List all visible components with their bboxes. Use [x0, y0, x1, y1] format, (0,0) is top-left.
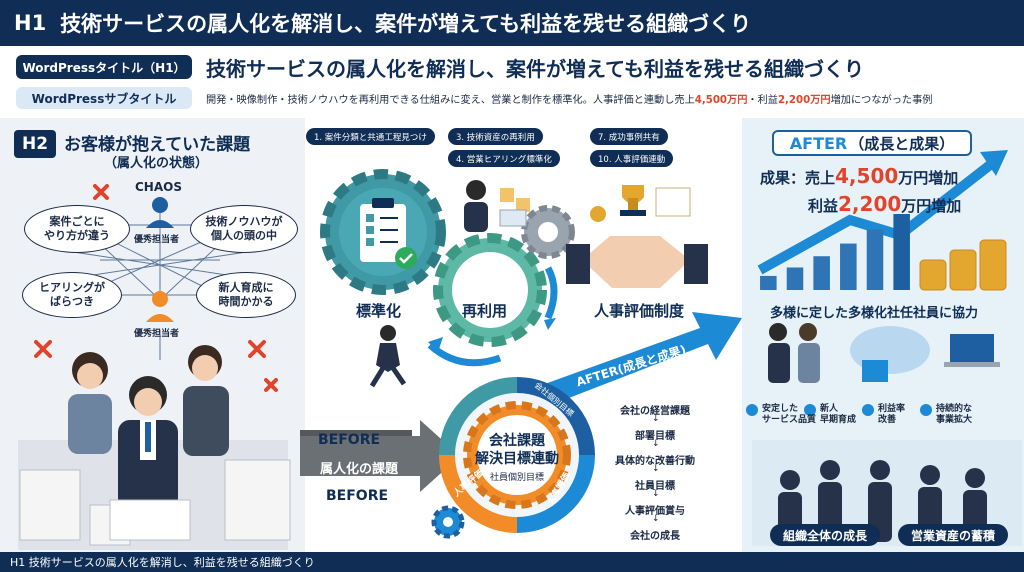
profit-amount: 2,200 — [838, 192, 902, 216]
handshake-trophy-illustration — [566, 185, 708, 288]
flow-arrow-2: ↓ — [652, 439, 660, 449]
flow-arrow-4: ↓ — [652, 489, 660, 499]
before-label-bottom: BEFORE — [326, 488, 389, 504]
flow-arrow-5: ↓ — [652, 514, 660, 524]
bubble-hearing-variance: ヒアリングが ばらつき — [22, 272, 122, 318]
chart-bar — [760, 275, 777, 290]
running-man-illustration — [369, 325, 407, 388]
problem-subtitle: （属人化の状態） — [104, 156, 209, 171]
flow-item-5: 人事評価賞与 — [625, 506, 685, 517]
handshake-partners-illustration — [768, 323, 820, 383]
flow-arrow-1: ↓ — [652, 414, 660, 424]
step-pill-3: 3. 技術資産の再利用 — [448, 128, 543, 145]
before-label-top: BEFORE — [318, 432, 381, 448]
after-arrow — [528, 312, 742, 410]
badge-sales-assets: 営業資産の蓄積 — [898, 524, 1008, 546]
step-pill-1: 1. 案件分類と共通工程見つけ — [306, 128, 435, 145]
laptop-icon — [944, 334, 1000, 367]
check-label-margin: 利益率 改善 — [878, 404, 906, 425]
label-reuse: 再利用 — [462, 302, 508, 320]
main-title: 技術サービスの属人化を解消し、案件が増えても利益を残せる組織づくり — [60, 12, 752, 36]
cycle-arrow-left — [427, 342, 502, 367]
flow-item-3: 具体的な改善行動 — [615, 456, 695, 467]
check-label-expansion: 持続的な 事業拡大 — [936, 404, 973, 425]
chart-bar — [866, 229, 884, 290]
chart-bar — [840, 243, 857, 290]
person-icon-bottom — [146, 291, 174, 322]
collaboration-text: 多様に定した多様化社任社員に協力 — [770, 306, 979, 321]
flow-item-4: 社員目標 — [635, 481, 675, 492]
cycle-arrow-right — [544, 266, 558, 320]
subtitle-amount-profit: 2,200万円 — [777, 94, 831, 106]
profit-prefix: 利益 — [808, 197, 839, 215]
center-goal-circle — [439, 377, 595, 533]
bubble-training-time: 新人育成に 時間かかる — [196, 272, 296, 318]
after-title-badge: AFTER（成長と成果） — [772, 130, 972, 156]
problem-title: お客様が抱えていた課題 — [64, 135, 251, 155]
person-label-bottom: 優秀担当者 — [134, 329, 180, 339]
chart-bar — [813, 256, 830, 290]
after-rest: （成長と成果） — [849, 134, 955, 153]
wp-subtitle-value: 開発・映像制作・技術ノウハウを再利用できる仕組みに変え、営業と制作を標準化。人事… — [206, 91, 932, 106]
h2-tag: H2 — [14, 130, 56, 158]
subtitle-pre: 開発・映像制作・技術ノウハウを再利用できる仕組みに変え、営業と制作を標準化。人事… — [206, 94, 695, 106]
flow-item-1: 会社の経営課題 — [620, 406, 690, 417]
chart-bar — [893, 214, 910, 290]
label-hr-evaluation: 人事評価制度 — [594, 302, 685, 320]
store-icon — [862, 360, 888, 382]
result-sales: 成果：売上4,500万円増加 — [760, 164, 958, 188]
growth-arrow — [757, 161, 994, 275]
bubble-inconsistent-process: 案件ごとに やり方が違う — [24, 205, 130, 253]
result-prefix: 成果：売上 — [760, 169, 836, 187]
stressed-workers-illustration — [18, 345, 291, 550]
check-icons — [746, 404, 932, 416]
sales-suffix: 万円増加 — [898, 169, 959, 187]
footer-bar: H1 技術サービスの属人化を解消し、利益を残せる組織づくり — [0, 552, 1024, 572]
center-circle-title: 会社課題 解決目標連動 — [475, 433, 559, 468]
growth-bar-chart — [760, 214, 910, 290]
subtitle-post: 増加につながった事例 — [830, 94, 933, 106]
small-gear-icon — [431, 505, 465, 539]
label-standardization: 標準化 — [356, 302, 402, 320]
person-label-top: 優秀担当者 — [134, 235, 180, 245]
main-title-bar: H1 技術サービスの属人化を解消し、案件が増えても利益を残せる組織づくり — [0, 0, 1024, 46]
wp-title-row: WordPressタイトル（H1） 技術サービスの属人化を解消し、案件が増えても… — [0, 52, 1024, 82]
reuse-worker-illustration — [464, 180, 530, 232]
check-label-training: 新人 早期育成 — [820, 404, 857, 425]
wp-subtitle-row: WordPressサブタイトル 開発・映像制作・技術ノウハウを再利用できる仕組み… — [0, 86, 1024, 110]
flow-item-6: 会社の成長 — [630, 531, 680, 542]
before-arrow — [300, 420, 460, 492]
person-icon-top — [146, 197, 174, 228]
wp-title-value: 技術サービスの属人化を解消し、案件が増えても利益を残せる組織づくり — [206, 56, 864, 81]
flow-arrow-3: ↓ — [652, 464, 660, 474]
result-profit: 利益2,200万円増加 — [808, 192, 961, 216]
flow-item-2: 部署目標 — [635, 431, 675, 442]
check-label-quality: 安定した サービス品質 — [762, 404, 817, 425]
wp-subtitle-label: WordPressサブタイトル — [16, 87, 192, 109]
step-pill-10: 10. 人事評価連動 — [590, 150, 674, 167]
h1-tag: H1 — [14, 11, 47, 35]
chart-bar — [786, 267, 804, 290]
before-label-mid: 属人化の課題 — [320, 462, 399, 477]
coin-stacks-illustration — [919, 239, 1007, 291]
gear-standardization — [320, 169, 446, 295]
step-pill-7: 7. 成功事例共有 — [590, 128, 668, 145]
after-word: AFTER — [789, 133, 848, 153]
center-circle-sub: 社員個別目標 — [489, 473, 544, 483]
subtitle-amount-sales: 4,500万円 — [694, 94, 748, 106]
wp-title-label: WordPressタイトル（H1） — [16, 55, 192, 79]
subtitle-mid: ・利益 — [747, 94, 778, 106]
chaos-label: CHAOS — [135, 180, 182, 194]
badge-org-growth: 組織全体の成長 — [770, 524, 880, 546]
x-marks — [34, 184, 278, 392]
gear-reuse — [433, 205, 575, 347]
step-pill-4: 4. 営業ヒアリング標準化 — [448, 150, 560, 167]
profit-suffix: 万円増加 — [901, 197, 962, 215]
bubble-knowledge-in-head: 技術ノウハウが 個人の頭の中 — [190, 205, 298, 253]
sales-amount: 4,500 — [835, 164, 899, 188]
